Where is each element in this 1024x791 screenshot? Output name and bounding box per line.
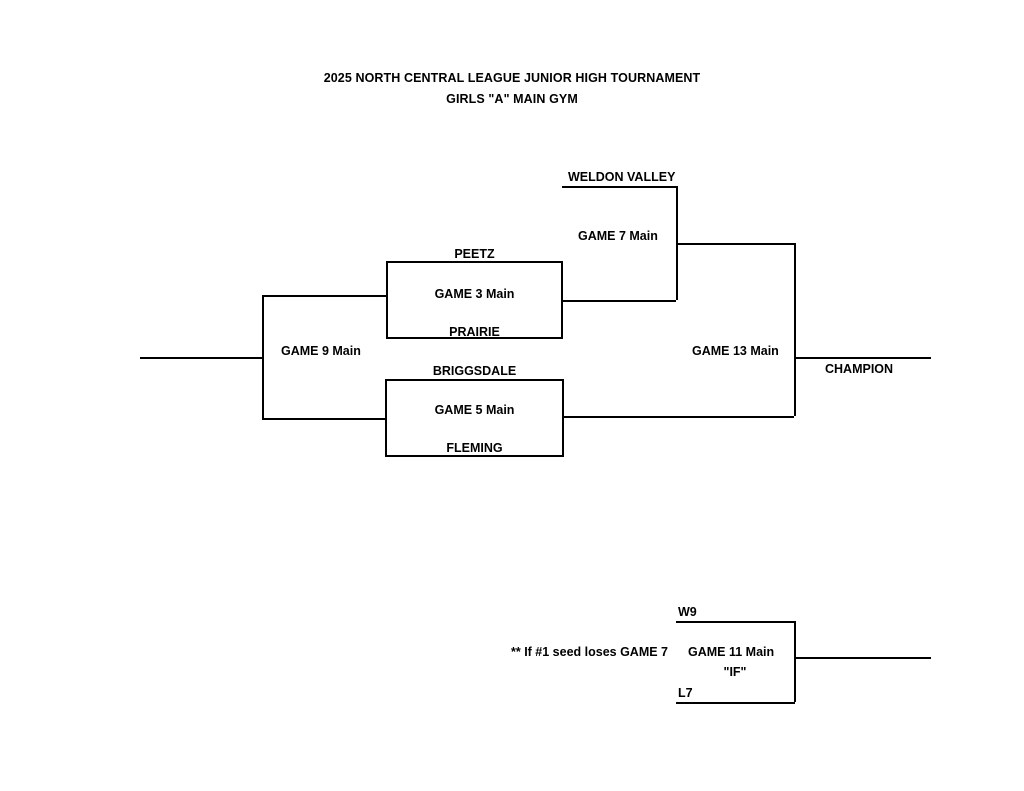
game-11-output-line: [794, 657, 931, 659]
game-9-bottom-edge: [262, 418, 386, 420]
game-7-label: GAME 7 Main: [578, 229, 658, 243]
game-11-if-label: "IF": [723, 665, 747, 679]
game-9-left-edge: [262, 295, 264, 418]
champion-label: CHAMPION: [825, 362, 894, 376]
if-game-feed-bottom: L7: [678, 686, 693, 700]
page-title: 2025 NORTH CENTRAL LEAGUE JUNIOR HIGH TO…: [323, 71, 701, 85]
game-11-top-edge: [676, 621, 795, 623]
team-weldon-valley: WELDON VALLEY: [568, 170, 676, 184]
team-prairie: PRAIRIE: [449, 325, 500, 339]
if-game-note: ** If #1 seed loses GAME 7: [511, 645, 669, 659]
game-11-label: GAME 11 Main: [688, 645, 775, 659]
game-9-entry-line: [140, 357, 262, 359]
game-9-top-edge: [262, 295, 386, 297]
team-briggsdale: BRIGGSDALE: [432, 364, 517, 378]
game-7-top-edge: [562, 186, 676, 188]
game-11-bottom-edge: [676, 702, 795, 704]
game-3-box: [386, 261, 563, 339]
champion-line: [794, 357, 931, 359]
if-game-feed-top: W9: [678, 605, 697, 619]
game-7-bottom-edge: [563, 300, 676, 302]
game-13-right-edge: [794, 243, 796, 416]
game-13-bottom-edge: [564, 416, 794, 418]
game-9-label: GAME 9 Main: [281, 344, 361, 358]
game-11-right-edge: [794, 621, 796, 702]
game-3-label: GAME 3 Main: [434, 287, 515, 301]
team-peetz: PEETZ: [454, 247, 495, 261]
game-13-label: GAME 13 Main: [692, 344, 779, 358]
page-subtitle: GIRLS "A" MAIN GYM: [446, 92, 578, 106]
team-fleming: FLEMING: [446, 441, 503, 455]
game-5-box: [385, 379, 564, 457]
game-5-label: GAME 5 Main: [434, 403, 515, 417]
game-13-top-edge: [676, 243, 794, 245]
